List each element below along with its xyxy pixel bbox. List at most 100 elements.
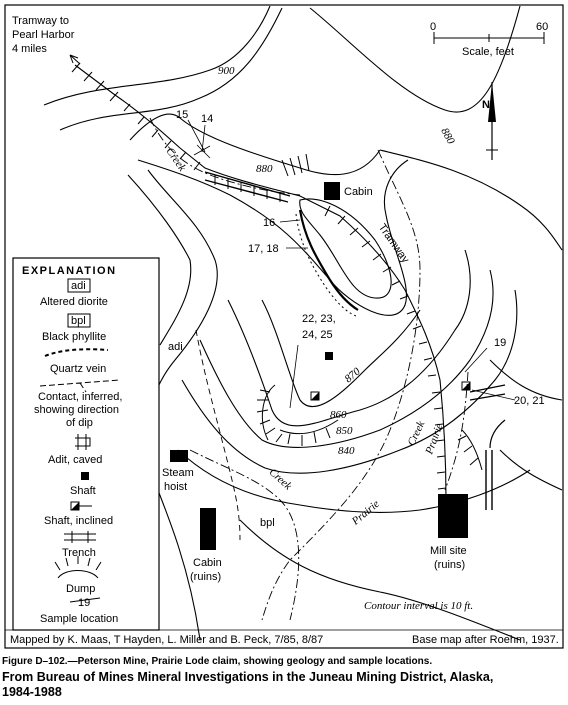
rock-label-bpl: bpl bbox=[260, 517, 275, 529]
map-frame bbox=[4, 4, 564, 649]
creek-east-branch bbox=[444, 371, 469, 491]
source-caption: From Bureau of Mines Mineral Investigati… bbox=[2, 670, 494, 699]
contour-880-upper bbox=[309, 5, 521, 113]
legend-adi-symbol: adi bbox=[71, 280, 86, 292]
tramway-note-arrow bbox=[69, 54, 81, 65]
contour-west-2 bbox=[127, 174, 192, 346]
contour-cabin-loop bbox=[299, 198, 392, 299]
adit-hashes bbox=[281, 153, 310, 177]
legend-trench-symbol bbox=[64, 531, 96, 543]
legend-shaft-inclined-label: Shaft, inclined bbox=[44, 515, 113, 527]
legend-adit-label: Adit, caved bbox=[48, 454, 102, 466]
contour-870 bbox=[261, 299, 421, 408]
mill-site-building bbox=[438, 494, 468, 538]
legend-title: EXPLANATION bbox=[22, 265, 117, 277]
sample-leaders bbox=[187, 119, 516, 409]
creek-west bbox=[189, 449, 300, 621]
sample-label-14: 14 bbox=[201, 113, 213, 125]
cabin-label: Cabin bbox=[344, 186, 373, 198]
contour-interval-note: Contour interval is 10 ft. bbox=[364, 600, 473, 612]
contour-label-900: 900 bbox=[218, 65, 235, 77]
contour-label-880-east: 880 bbox=[438, 126, 457, 147]
legend-bpl-symbol: bpl bbox=[71, 315, 86, 327]
contour-label-860: 860 bbox=[330, 409, 347, 421]
sample-label-17-18: 17, 18 bbox=[248, 243, 279, 255]
quartz-vein-main bbox=[298, 209, 359, 311]
scale-zero: 0 bbox=[430, 21, 436, 33]
adit-east bbox=[469, 384, 506, 449]
tramway-note-line2: Pearl Harbor bbox=[12, 29, 75, 41]
mill-site-label-1: Mill site bbox=[430, 545, 467, 557]
legend-sample-label: Sample location bbox=[40, 613, 118, 625]
prairie-label-2: Prairie bbox=[423, 422, 446, 457]
steam-hoist-label-1: Steam bbox=[162, 467, 194, 479]
legend-shaft-label: Shaft bbox=[70, 485, 96, 497]
scale-max: 60 bbox=[536, 21, 548, 33]
legend-quartz-vein-symbol bbox=[44, 348, 109, 357]
figure-caption: Figure D–102.—Peterson Mine, Prairie Lod… bbox=[2, 656, 433, 667]
legend: EXPLANATION adi Altered diorite bpl Blac… bbox=[12, 257, 160, 631]
sample-label-20-21: 20, 21 bbox=[514, 395, 545, 407]
prairie-label-1: Prairie bbox=[349, 498, 382, 528]
trench-east bbox=[485, 450, 493, 510]
mill-site-label-2: (ruins) bbox=[434, 559, 465, 571]
legend-adi-label: Altered diorite bbox=[40, 296, 108, 308]
legend-contact-label-2: showing direction bbox=[34, 404, 119, 416]
creek-label-prairie: Creek bbox=[406, 418, 428, 448]
contour-upper-ridge bbox=[129, 113, 381, 176]
contour-label-880-mid: 880 bbox=[256, 163, 273, 175]
contour-label-840: 840 bbox=[338, 445, 355, 457]
shaft-north bbox=[325, 352, 333, 360]
creek-dashed-west bbox=[195, 329, 241, 541]
cabin-ruins-building bbox=[200, 508, 216, 550]
north-arrow bbox=[486, 82, 498, 160]
legend-bpl-label: Black phyllite bbox=[42, 331, 106, 343]
legend-shaft-symbol bbox=[81, 472, 89, 480]
legend-adit-symbol bbox=[75, 434, 91, 450]
contour-880-mid bbox=[137, 159, 409, 316]
trench-upper bbox=[204, 171, 291, 203]
scale-label: Scale, feet bbox=[462, 46, 514, 58]
legend-sample-line bbox=[69, 597, 101, 603]
dump-west bbox=[256, 384, 283, 443]
tramway-label: Tramway bbox=[376, 222, 412, 266]
sample-label-19: 19 bbox=[494, 337, 506, 349]
quartz-vein-dots bbox=[295, 213, 357, 317]
creek-label-west: Creek bbox=[267, 466, 295, 493]
shaft-inclined-2-fill bbox=[462, 382, 470, 390]
sample-label-22-23: 22, 23, bbox=[302, 313, 336, 325]
legend-sample-symbol: 19 bbox=[78, 597, 90, 609]
sample-label-24-25: 24, 25 bbox=[302, 329, 333, 341]
dump-east bbox=[457, 429, 483, 471]
contour-east-2 bbox=[499, 449, 563, 491]
cabin-ruins-label-2: (ruins) bbox=[190, 571, 221, 583]
contour-label-850: 850 bbox=[336, 425, 353, 437]
legend-trench-label: Trench bbox=[62, 547, 96, 559]
legend-dump-label: Dump bbox=[66, 583, 95, 595]
contour-840 bbox=[181, 289, 518, 474]
legend-quartz-vein-label: Quartz vein bbox=[50, 363, 106, 375]
legend-contact-label-1: Contact, inferred, bbox=[38, 391, 122, 403]
scale-bar bbox=[433, 32, 545, 44]
sample-label-16: 16 bbox=[263, 217, 275, 229]
cabin-ruins-label-1: Cabin bbox=[193, 557, 222, 569]
tramway-note-line1: Tramway to bbox=[12, 15, 69, 27]
legend-shaft-inclined-fill bbox=[71, 502, 79, 510]
shaft-inclined-1-fill bbox=[311, 392, 319, 400]
dump-arc-ticks bbox=[279, 419, 339, 446]
north-label: N bbox=[482, 99, 490, 111]
steam-hoist-label-2: hoist bbox=[164, 481, 187, 493]
contour-lower-1 bbox=[177, 449, 531, 514]
trench-ticks bbox=[214, 175, 281, 202]
sample-label-15: 15 bbox=[176, 109, 188, 121]
tramway-note-line3: 4 miles bbox=[12, 43, 47, 55]
rock-label-adi: adi bbox=[168, 341, 183, 353]
legend-contact-label-3: of dip bbox=[66, 417, 93, 429]
base-map-note: Base map after Roehm, 1937. bbox=[412, 634, 559, 646]
steam-hoist-building bbox=[170, 450, 188, 462]
cabin-building bbox=[324, 182, 340, 200]
legend-dump-symbol bbox=[54, 556, 102, 579]
contour-east-1 bbox=[489, 359, 563, 401]
contour-lower-3 bbox=[239, 519, 521, 641]
